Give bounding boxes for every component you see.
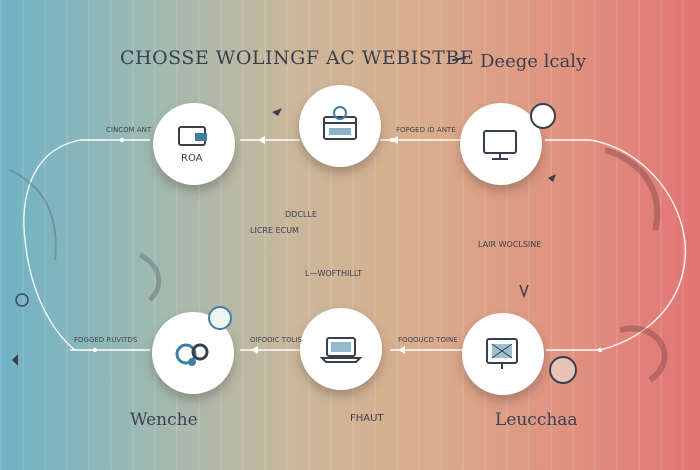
- label-bottom-3: FOQOUCD TOINE: [398, 336, 458, 344]
- note-bottom-center: FHAUT: [350, 413, 384, 424]
- monitor-settings-icon: [486, 338, 518, 369]
- caption-left: Wenche: [130, 410, 198, 430]
- diagram-title-right: Deege lcaly: [480, 51, 587, 72]
- note-center-bottom: L—WOFTHILLT: [305, 269, 363, 278]
- diagram-title: CHOSSE WOLINGF AC WEBISTBE: [120, 47, 475, 69]
- accent-ring-top: [530, 103, 556, 129]
- gears-icon: [175, 343, 209, 366]
- wallet-icon: ROA: [178, 126, 207, 164]
- accent-ring-bottom: [208, 306, 232, 330]
- monitor-icon: [483, 130, 517, 160]
- label-bottom-2: OIFOOIC TOLIS: [250, 336, 302, 344]
- accent-ring-right: [549, 356, 577, 384]
- node-bottom-3: [462, 313, 544, 395]
- laptop-icon: [319, 337, 363, 363]
- label-top-1: CINCOM ANT: [106, 126, 152, 134]
- svg-text:ROA: ROA: [181, 153, 203, 164]
- caption-right: Leucchaa: [495, 410, 578, 430]
- label-top-2: FOPGED ID ANTE: [396, 126, 456, 134]
- note-center-mid: LICRE ECUM: [250, 226, 299, 235]
- node-top-2: [299, 85, 381, 167]
- node-top-1: ROA: [153, 103, 235, 185]
- node-top-3: [460, 103, 542, 185]
- browser-window-icon: [323, 106, 357, 140]
- node-bottom-2: [300, 308, 382, 390]
- note-center-top: DDCLLE: [285, 210, 317, 219]
- note-right-mid: LAIR WOCLSINE: [478, 240, 542, 249]
- label-bottom-1: FOGGED RUVITDS: [74, 336, 138, 344]
